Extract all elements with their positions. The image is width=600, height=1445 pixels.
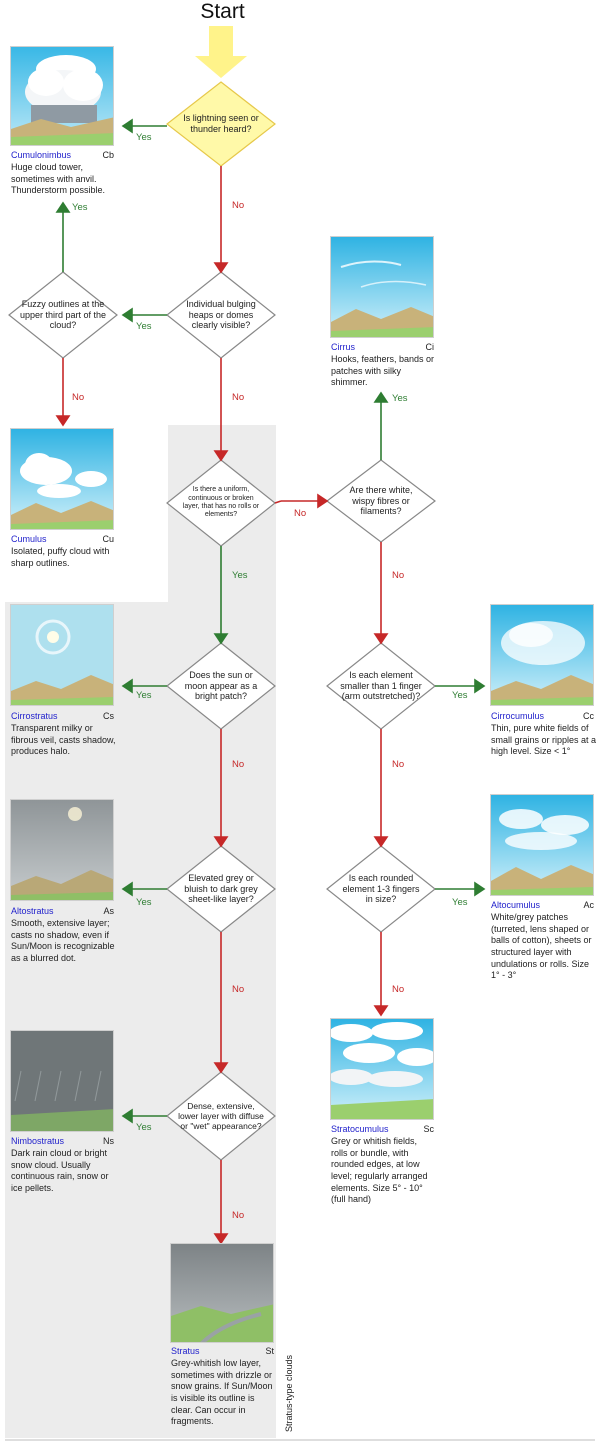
no-label: No	[232, 759, 245, 770]
cirrus-name: Cirrus	[331, 342, 355, 352]
altostratus-image	[10, 799, 114, 901]
cirrostratus-desc: Transparent milky or fibrous veil, casts…	[11, 723, 116, 757]
q3-text: Fuzzy outlines at the upper third part o…	[19, 298, 107, 331]
q10-text: Dense, extensive, lower layer with diffu…	[178, 1100, 264, 1132]
cirrostratus-name: Cirrostratus	[11, 711, 58, 721]
stratus-desc: Grey-whitish low layer, sometimes with d…	[171, 1358, 273, 1427]
yes-label: Yes	[136, 690, 152, 701]
no-label: No	[392, 984, 405, 995]
stratocumulus-image	[330, 1018, 434, 1120]
cumulonimbus-name: Cumulonimbus	[11, 150, 72, 160]
yes-label: Yes	[452, 690, 468, 701]
stratus-image	[170, 1243, 274, 1343]
no-label: No	[232, 1210, 245, 1221]
nimbostratus-name: Nimbostratus	[11, 1136, 65, 1146]
cumulus-abbr: Cu	[102, 534, 114, 544]
nimbostratus-desc: Dark rain cloud or bright snow cloud. Us…	[11, 1148, 109, 1194]
cirrocumulus-desc: Thin, pure white fields of small grains …	[491, 723, 597, 757]
q7-text: Is each element smaller than 1 finger (a…	[340, 669, 422, 702]
yes-label: Yes	[136, 132, 152, 143]
no-label: No	[72, 392, 85, 403]
no-label: No	[392, 759, 405, 770]
nimbostratus-image	[10, 1030, 114, 1132]
cumulus-name: Cumulus	[11, 534, 47, 544]
stratocumulus-desc: Grey or whitish fields, rolls or bundle,…	[331, 1136, 428, 1205]
yes-label: Yes	[452, 897, 468, 908]
q4-text: Is there a uniform, continuous or broken…	[182, 486, 260, 519]
altocumulus-desc: White/grey patches (turreted, lens shape…	[491, 912, 592, 981]
cirrostratus-image	[10, 604, 114, 706]
cirrocumulus-name: Cirrocumulus	[491, 711, 545, 721]
yes-label: Yes	[136, 1122, 152, 1133]
cirrus-desc: Hooks, feathers, bands or patches with s…	[331, 354, 435, 388]
no-label: No	[232, 200, 245, 211]
q9-text: Is each rounded element 1-3 fingers in s…	[342, 872, 420, 905]
cumulonimbus-image	[10, 46, 114, 146]
altostratus-name: Altostratus	[11, 906, 54, 916]
stratus-region-label: Stratus-type clouds	[284, 1354, 294, 1432]
cumulus-desc: Isolated, puffy cloud with sharp outline…	[11, 546, 110, 568]
cirrocumulus-image	[490, 604, 594, 706]
start-arrow	[195, 26, 247, 78]
altocumulus-image	[490, 794, 594, 896]
cirrocumulus-abbr: Cc	[583, 711, 594, 721]
no-label: No	[232, 984, 245, 995]
altostratus-abbr: As	[103, 906, 114, 916]
altocumulus-abbr: Ac	[583, 900, 594, 910]
no-label: No	[392, 570, 405, 581]
nimbostratus-abbr: Ns	[103, 1136, 114, 1146]
cirrus-image	[330, 236, 434, 338]
altostratus-desc: Smooth, extensive layer; casts no shadow…	[11, 918, 115, 964]
start-title: Start	[200, 0, 245, 23]
cumulonimbus-desc: Huge cloud tower, sometimes with anvil. …	[11, 162, 106, 196]
cumulonimbus-abbr: Cb	[102, 150, 114, 160]
cumulus-image	[10, 428, 114, 530]
yes-label: Yes	[232, 570, 248, 581]
yes-label: Yes	[72, 202, 88, 213]
yes-label: Yes	[392, 393, 408, 404]
q6-text: Does the sun or moon appear as a bright …	[184, 669, 258, 702]
cirrostratus-abbr: Cs	[103, 711, 114, 721]
stratus-name: Stratus	[171, 1346, 200, 1356]
stratocumulus-abbr: Sc	[423, 1124, 434, 1134]
stratus-abbr: St	[265, 1346, 274, 1356]
q5-text: Are there white, wispy fibres or filamen…	[349, 484, 413, 517]
q8-text: Elevated grey or bluish to dark grey she…	[184, 872, 258, 905]
no-label: No	[232, 392, 245, 403]
yes-label: Yes	[136, 897, 152, 908]
altocumulus-name: Altocumulus	[491, 900, 541, 910]
q2-text: Individual bulging heaps or domes clearl…	[186, 298, 256, 331]
yes-label: Yes	[136, 321, 152, 332]
stratocumulus-name: Stratocumulus	[331, 1124, 389, 1134]
q1-text: Is lightning seen or thunder heard?	[183, 113, 259, 134]
cirrus-abbr: Ci	[425, 342, 435, 352]
no-label: No	[294, 508, 307, 519]
